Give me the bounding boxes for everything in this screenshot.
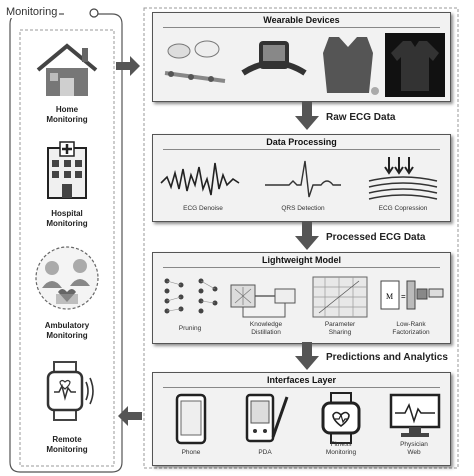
fitness-watch-icon xyxy=(321,392,361,444)
kd-label-1: Knowledge xyxy=(249,321,283,328)
knowledge-distillation-label: Knowledge Distillation xyxy=(229,321,303,337)
pruning-label-1: Pruning xyxy=(178,325,202,332)
hospital-label-2: Monitoring xyxy=(46,219,88,228)
fitness-label-1: Fitness xyxy=(330,441,352,448)
smart-shirt-icon xyxy=(385,33,445,97)
pda-label-1: PDA xyxy=(258,449,272,456)
flow-predictions: Predictions and Analytics xyxy=(326,352,448,363)
kd-label-2: Distillation xyxy=(251,329,281,336)
home-monitoring: Home Monitoring xyxy=(24,40,110,132)
lr-label-1: Low-Rank xyxy=(396,321,426,328)
data-processing-panel: Data Processing ECG Denoise QRS Detectio… xyxy=(152,134,451,222)
parameter-sharing-icon xyxy=(312,276,368,318)
ps-label-2: Sharing xyxy=(328,329,352,336)
ecg-denoise-icon xyxy=(160,162,240,196)
pruning-label: Pruning xyxy=(157,325,223,333)
wearable-title: Wearable Devices xyxy=(263,15,340,25)
interfaces-layer-panel: Interfaces Layer Phone PDA Fitness Monit… xyxy=(152,372,451,466)
flow-arrow-2 xyxy=(295,222,319,250)
flow-arrow-1 xyxy=(295,102,319,130)
parameter-sharing-label: Parameter Sharing xyxy=(305,321,375,337)
smartwatch-icon xyxy=(46,361,94,421)
flow-raw-ecg: Raw ECG Data xyxy=(326,112,396,123)
phone-label: Phone xyxy=(159,449,223,457)
interfaces-title: Interfaces Layer xyxy=(266,375,337,385)
hospital-label-1: Hospital xyxy=(51,209,83,218)
flow-arrow-3 xyxy=(295,342,319,370)
pruning-icon xyxy=(164,278,218,314)
lightweight-model-panel: Lightweight Model Pruning Knowledge Dist… xyxy=(152,252,451,344)
chest-strap-icon xyxy=(241,41,307,76)
remote-monitoring: Remote Monitoring xyxy=(24,360,110,456)
ecg-patch-icon xyxy=(164,40,226,83)
physician-label: Physician Web xyxy=(379,441,449,457)
ps-label-1: Parameter xyxy=(324,321,356,328)
knowledge-distillation-icon xyxy=(230,284,296,318)
physician-web-icon xyxy=(389,393,441,437)
flow-processed-ecg: Processed ECG Data xyxy=(326,232,426,243)
phone-label-1: Phone xyxy=(181,449,201,456)
ambulatory-icon xyxy=(35,246,99,310)
svg-text:=: = xyxy=(401,292,406,301)
ecg-compression-icon xyxy=(368,157,438,200)
house-icon xyxy=(36,43,98,96)
processing-title: Data Processing xyxy=(266,137,337,147)
phone-icon xyxy=(175,393,207,445)
ambulatory-label-1: Ambulatory xyxy=(44,321,90,330)
remote-label-2: Monitoring xyxy=(46,445,88,454)
home-label-1: Home xyxy=(55,105,79,114)
wearable-devices-panel: Wearable Devices xyxy=(152,12,451,102)
ecg-vest-icon xyxy=(323,37,379,95)
ambulatory-label-2: Monitoring xyxy=(46,331,88,340)
ecg-compression-label: ECG Copression xyxy=(378,205,428,212)
pda-icon xyxy=(245,393,289,443)
hospital-icon xyxy=(47,141,87,199)
ecg-denoise-label: ECG Denoise xyxy=(183,205,223,212)
fitness-label-2: Monitoring xyxy=(325,449,357,456)
qrs-detection-icon xyxy=(265,160,341,198)
pda-label: PDA xyxy=(233,449,297,457)
remote-label-1: Remote xyxy=(52,435,82,444)
lr-label-2: Factorization xyxy=(392,329,430,336)
low-rank-label: Low-Rank Factorization xyxy=(375,321,447,337)
physician-label-1: Physician xyxy=(400,441,428,448)
qrs-detection-label: QRS Detection xyxy=(281,205,325,212)
home-label-2: Monitoring xyxy=(46,115,88,124)
physician-label-2: Web xyxy=(407,449,421,456)
low-rank-factorization-icon: M = xyxy=(380,280,444,310)
fitness-label: Fitness Monitoring xyxy=(305,441,377,457)
hospital-monitoring: Hospital Monitoring xyxy=(24,140,110,232)
ambulatory-monitoring: Ambulatory Monitoring xyxy=(24,244,110,344)
lightweight-title: Lightweight Model xyxy=(262,255,341,265)
svg-text:M: M xyxy=(386,292,393,301)
monitoring-title: Monitoring xyxy=(4,6,60,18)
